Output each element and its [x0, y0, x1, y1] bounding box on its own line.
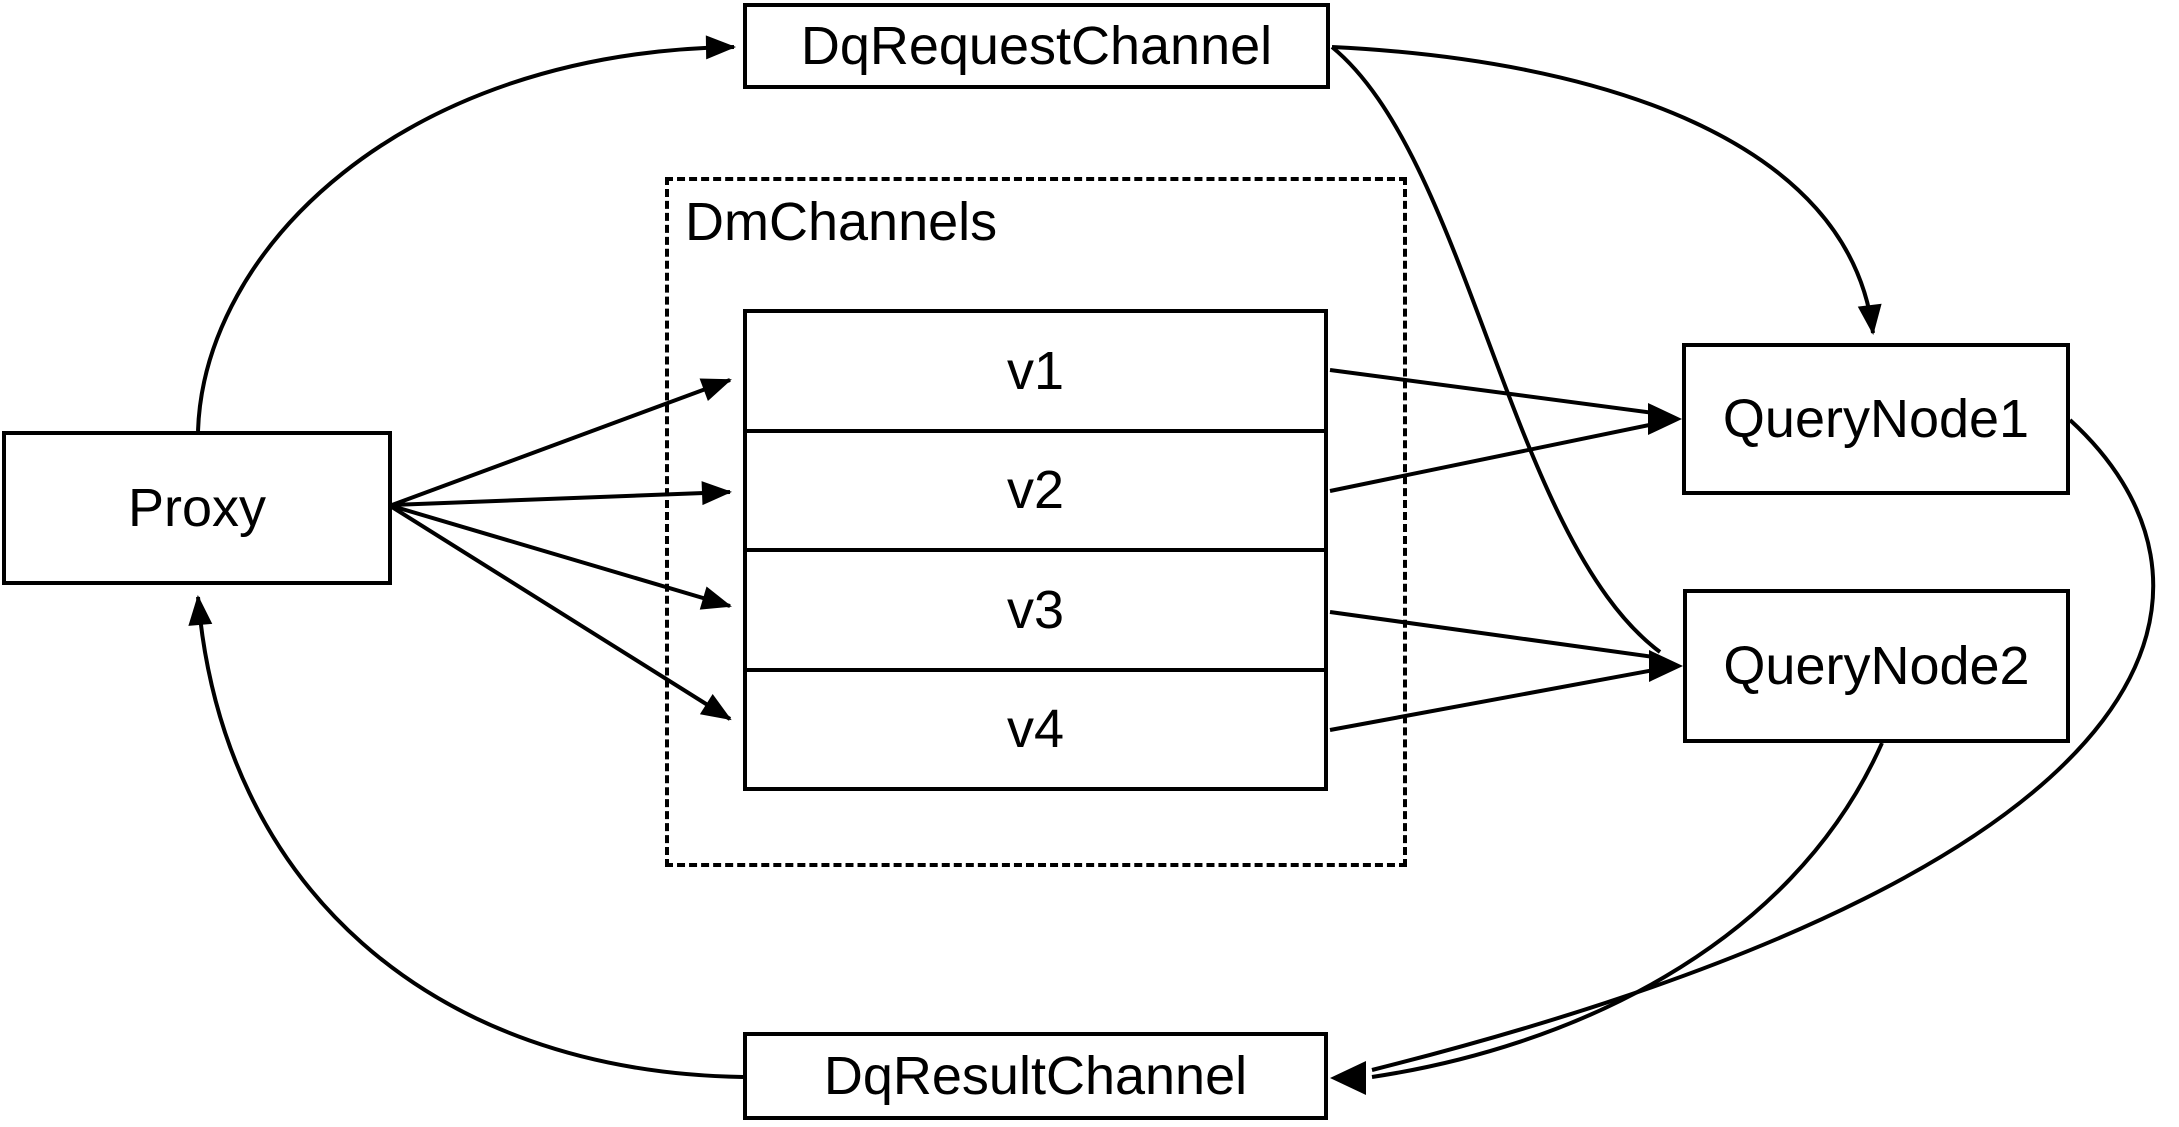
edge-proxy-to-dqrequestchannel: [196, 35, 736, 432]
query-node1-label: QueryNode1: [1722, 389, 2030, 449]
edge-proxy-to-v1: [391, 378, 732, 507]
edge-querynode2-to-dqresultchannel: [1371, 742, 1884, 1079]
dq-request-channel-label: DqRequestChannel: [800, 16, 1273, 76]
dm-channels-group: DmChannels: [665, 177, 1407, 867]
dm-channels-title: DmChannels: [685, 192, 998, 252]
edge-proxy-to-v3: [391, 504, 732, 610]
arrowhead-into-dqresultchannel: [1330, 1061, 1366, 1095]
arrowhead-into-querynode2: [1649, 650, 1683, 682]
node-dq-request-channel: DqRequestChannel: [743, 3, 1330, 89]
channel-row-v2: v2: [747, 428, 1324, 549]
proxy-label: Proxy: [127, 478, 267, 538]
node-query-node1: QueryNode1: [1682, 343, 2070, 495]
channel-v3-label: v3: [1006, 579, 1065, 640]
edge-v4-to-querynode2: [1329, 668, 1655, 732]
edge-dqresultchannel-to-proxy: [188, 595, 744, 1079]
channel-v1-label: v1: [1006, 340, 1065, 401]
edge-proxy-to-v2: [391, 481, 732, 507]
edge-v3-to-querynode2: [1329, 610, 1655, 659]
node-proxy: Proxy: [2, 431, 392, 585]
node-query-node2: QueryNode2: [1683, 589, 2070, 743]
edge-proxy-to-v4: [390, 505, 732, 721]
edge-v1-to-querynode1: [1329, 368, 1655, 415]
edge-v2-to-querynode1: [1329, 422, 1655, 493]
channel-row-v1: v1: [747, 313, 1324, 429]
edge-dqrequestchannel-to-querynode2: [1330, 45, 1662, 654]
dm-channels-table: v1 v2 v3 v4: [743, 309, 1328, 791]
arrowhead-into-querynode1: [1648, 403, 1682, 435]
edge-querynode1-to-dqresultchannel: [1371, 418, 2156, 1072]
channel-row-v4: v4: [747, 667, 1324, 788]
channel-v2-label: v2: [1006, 460, 1065, 521]
node-dq-result-channel: DqResultChannel: [743, 1032, 1328, 1120]
channel-v4-label: v4: [1006, 699, 1065, 760]
channel-row-v3: v3: [747, 548, 1324, 668]
dq-result-channel-label: DqResultChannel: [823, 1046, 1248, 1106]
edge-dqrequestchannel-to-querynode1: [1331, 45, 1882, 335]
query-node2-label: QueryNode2: [1723, 636, 2030, 696]
